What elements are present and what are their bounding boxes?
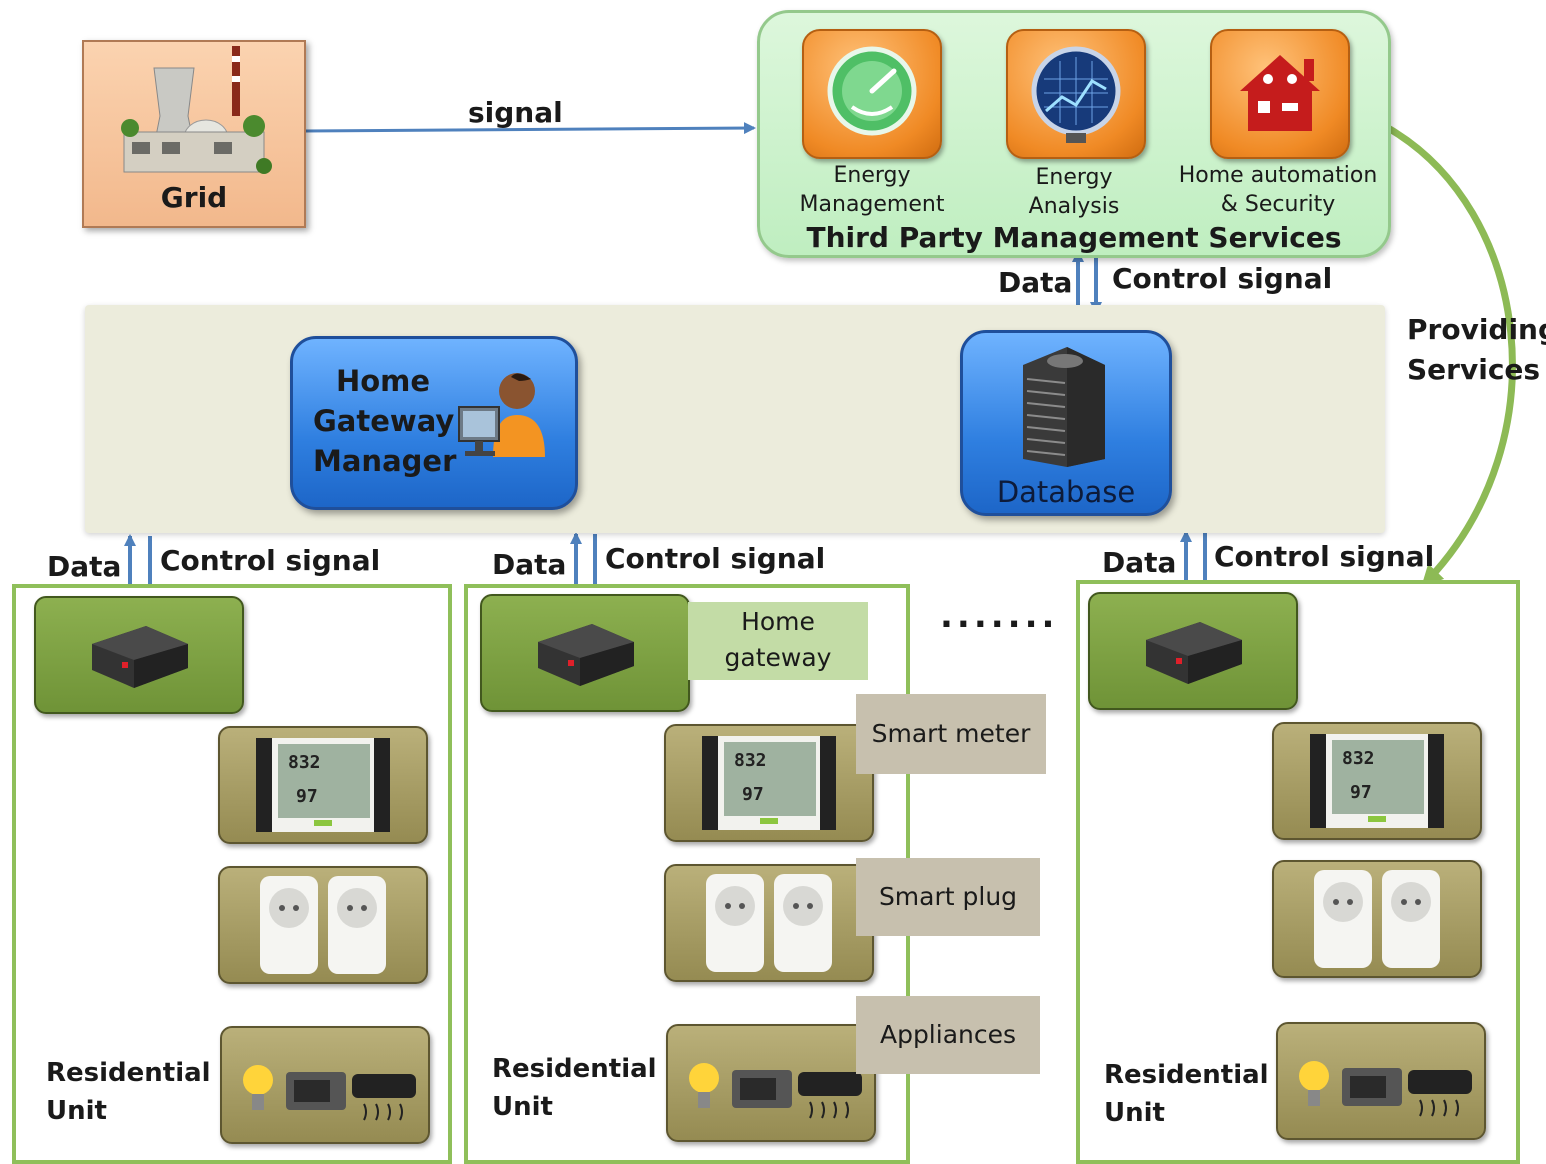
smart-meter-icon	[256, 738, 390, 832]
home-automation-tile[interactable]	[1210, 29, 1350, 159]
database-tile[interactable]: Database	[960, 330, 1172, 516]
third-party-title: Third Party Management Services	[806, 221, 1342, 254]
gauge-icon	[827, 46, 917, 136]
unit1-home-gateway[interactable]	[34, 596, 244, 714]
unit2-data-label: Data	[492, 548, 567, 581]
unit3-smart-meter[interactable]: 832 97	[1272, 722, 1482, 840]
meter-reading-bottom: 97	[1350, 782, 1372, 803]
third-party-panel: Energy Management Energy Analysis	[757, 10, 1391, 258]
router-icon	[1146, 622, 1242, 684]
unit3-home-gateway[interactable]	[1088, 592, 1298, 710]
providing-services-arrow	[1386, 124, 1516, 588]
server-rack-icon	[1023, 347, 1105, 467]
meter-reading-top: 832	[288, 752, 321, 773]
meter-reading-top: 832	[734, 750, 767, 771]
smart-plug-icon	[1314, 870, 1440, 968]
unit1-data-label: Data	[47, 550, 122, 583]
unit1-label: Residential Unit	[46, 1058, 211, 1126]
house-lock-icon	[1240, 55, 1320, 131]
unit3-label: Residential Unit	[1104, 1060, 1269, 1128]
meter-reading-bottom: 97	[742, 784, 764, 805]
home-gateway-manager[interactable]: Home Gateway Manager	[290, 336, 578, 510]
grid-label: Grid	[160, 181, 228, 214]
smart-plug-icon	[260, 876, 386, 974]
meter-reading-top: 832	[1342, 748, 1375, 769]
appliances-tag: Appliances	[856, 996, 1040, 1074]
router-icon	[538, 624, 634, 686]
appliances-icon	[1299, 1061, 1472, 1117]
unit2-smart-plug[interactable]	[664, 864, 874, 982]
more-units-ellipsis: .......	[940, 596, 1059, 636]
smart-plug-icon	[706, 874, 832, 972]
monitor-chart-icon	[1031, 46, 1121, 143]
unit3-appliances[interactable]	[1276, 1022, 1486, 1140]
unit3-smart-plug[interactable]	[1272, 860, 1482, 978]
platform-band	[85, 305, 1385, 533]
home-automation-label: Home automation & Security	[1178, 163, 1378, 217]
appliances-icon	[243, 1065, 416, 1121]
energy-analysis-label: Energy Analysis	[1028, 165, 1120, 219]
unit3-control-label: Control signal	[1214, 540, 1435, 573]
grid-box: Grid	[82, 40, 306, 228]
home-gateway-tag: Home gateway	[688, 602, 868, 680]
unit2-label: Residential Unit	[492, 1054, 657, 1122]
smart-meter-tag: Smart meter	[856, 694, 1046, 774]
power-plant-icon	[121, 46, 272, 174]
smart-meter-icon	[702, 736, 836, 830]
energy-management-tile[interactable]	[802, 29, 942, 159]
signal-label: signal	[468, 96, 563, 129]
unit2-control-label: Control signal	[605, 542, 826, 575]
router-icon	[92, 626, 188, 688]
hub-control-label: Control signal	[1112, 262, 1333, 295]
unit1-appliances[interactable]	[220, 1026, 430, 1144]
unit1-smart-meter[interactable]: 832 97	[218, 726, 428, 844]
unit2-home-gateway[interactable]	[480, 594, 690, 712]
smart-meter-icon	[1310, 734, 1444, 828]
meter-reading-bottom: 97	[296, 786, 318, 807]
unit1-smart-plug[interactable]	[218, 866, 428, 984]
unit3-data-label: Data	[1102, 546, 1177, 579]
energy-management-label: Energy Management	[799, 163, 945, 217]
appliances-icon	[689, 1063, 862, 1119]
unit1-control-label: Control signal	[160, 544, 381, 577]
hub-data-label: Data	[998, 266, 1073, 299]
database-label: Database	[996, 475, 1136, 509]
smart-plug-tag: Smart plug	[856, 858, 1040, 936]
unit2-smart-meter[interactable]: 832 97	[664, 724, 874, 842]
signal-arrow	[303, 122, 756, 135]
unit2-appliances[interactable]	[666, 1024, 876, 1142]
providing-services-label: Providing Services	[1407, 313, 1546, 386]
energy-analysis-tile[interactable]	[1006, 29, 1146, 159]
operator-icon	[458, 373, 545, 457]
